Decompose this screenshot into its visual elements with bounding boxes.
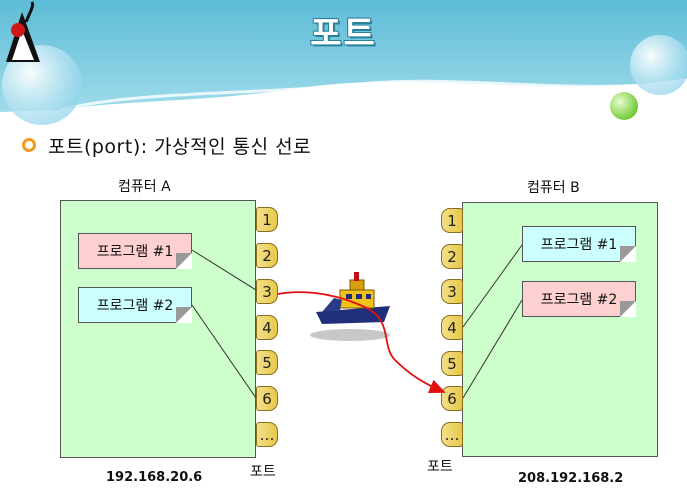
link-a-program2-port6 bbox=[192, 305, 256, 398]
link-a-program1-port3 bbox=[192, 250, 256, 290]
ship-icon bbox=[310, 272, 390, 341]
